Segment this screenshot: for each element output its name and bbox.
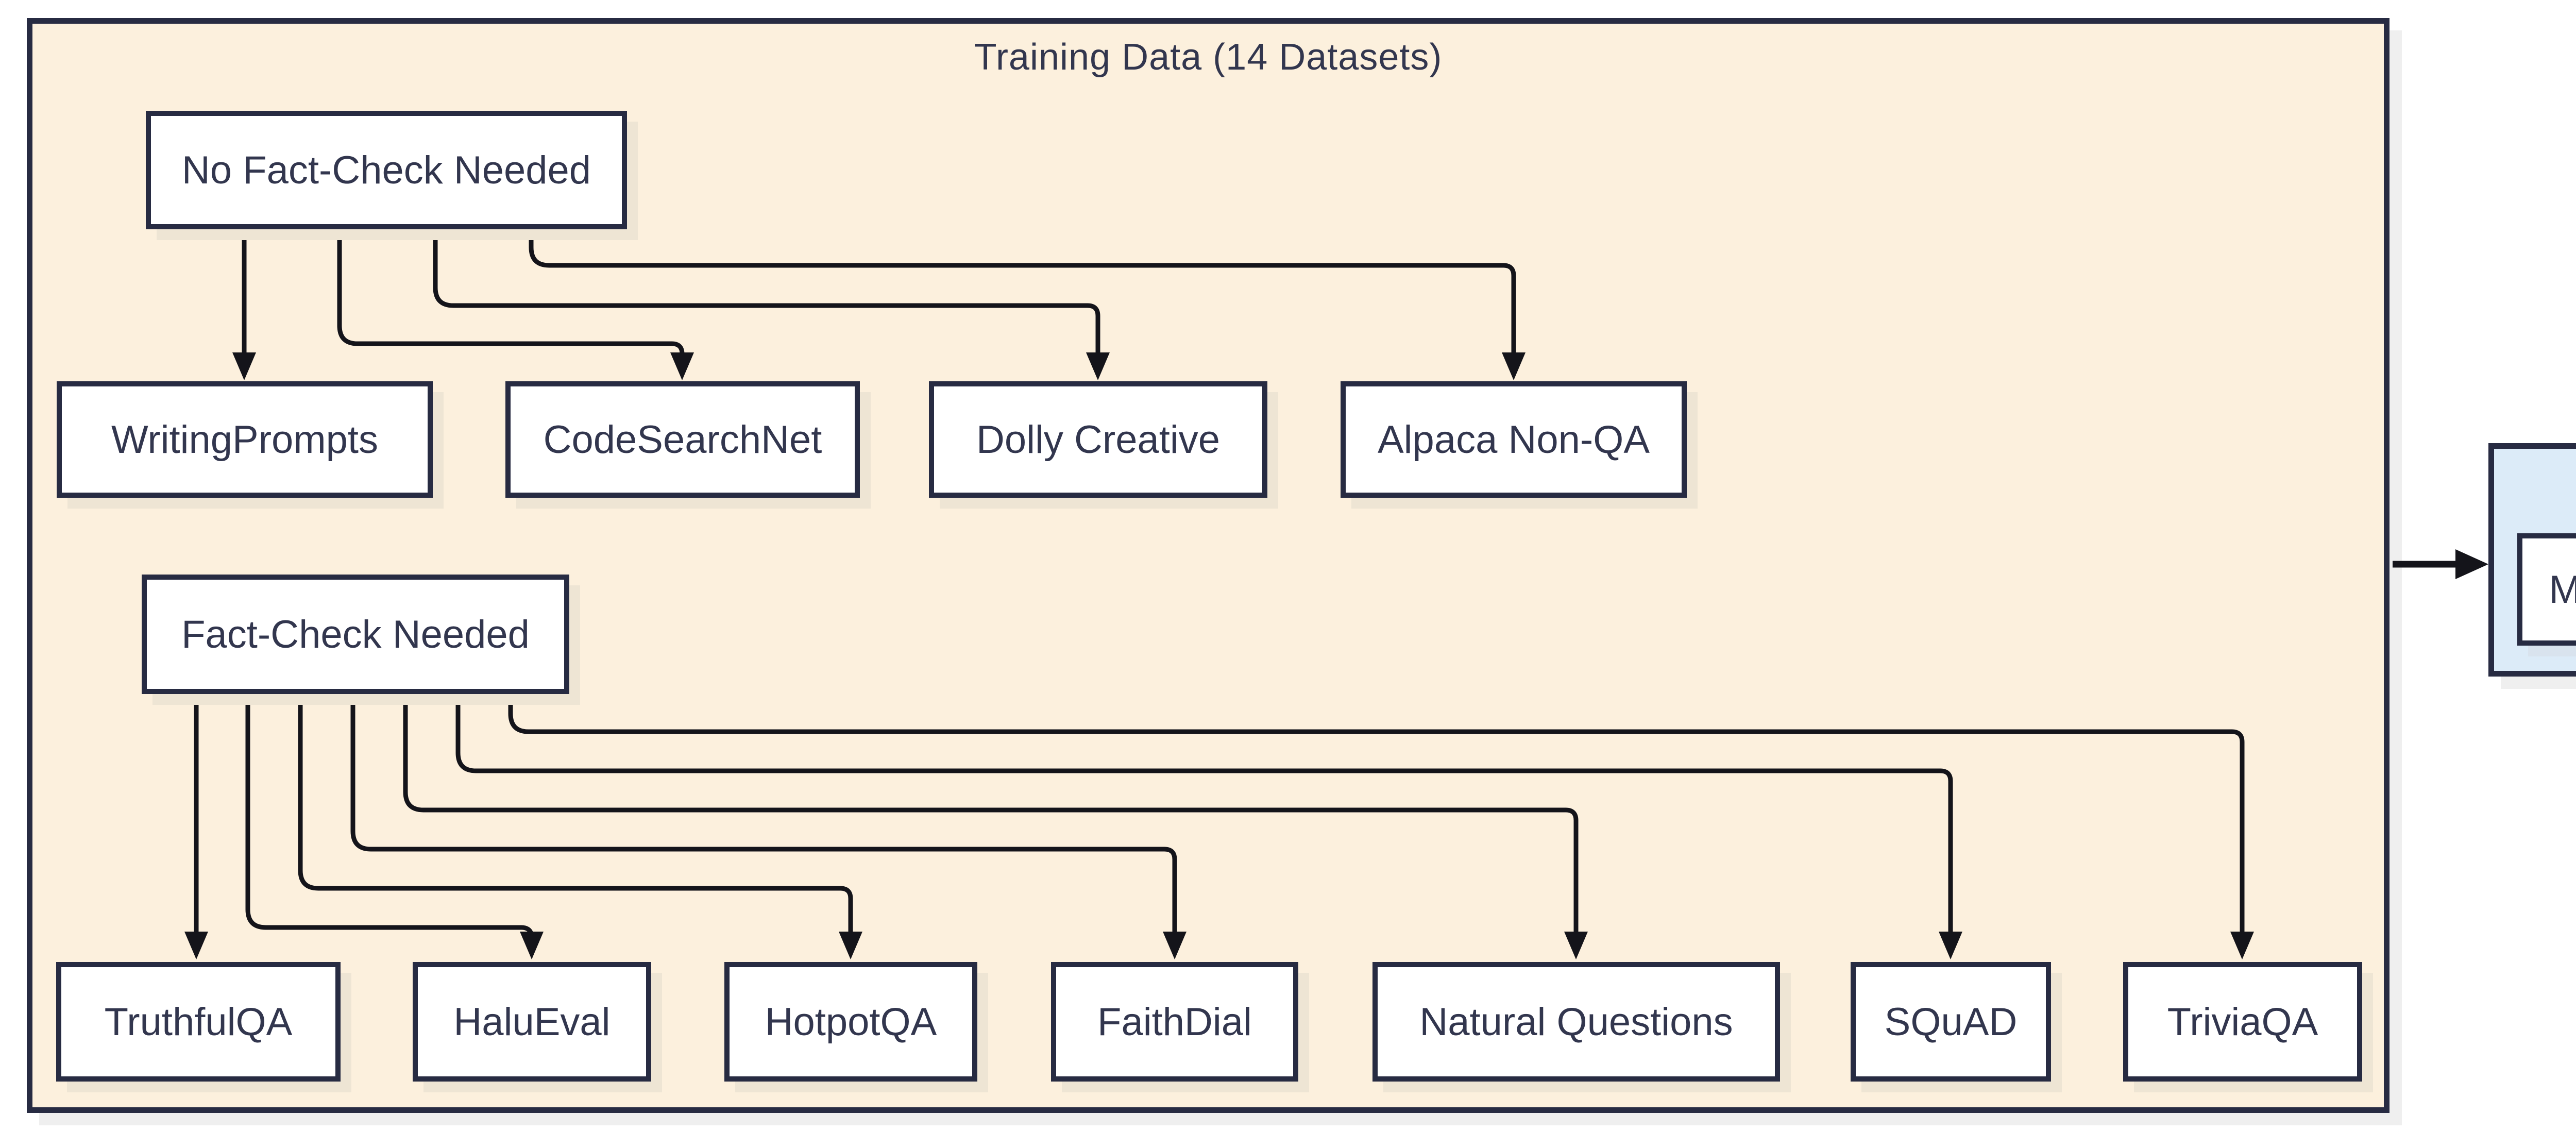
node-hotpotqa: HotpotQA xyxy=(724,962,977,1082)
arrowhead-alpaca-non-qa xyxy=(1502,352,1526,380)
node-writingprompts-label: WritingPrompts xyxy=(111,417,379,462)
node-squad: SQuAD xyxy=(1851,962,2051,1082)
edge-to-dolly-creative xyxy=(433,229,1100,357)
node-triviaqa: TriviaQA xyxy=(2123,962,2362,1082)
node-alpaca-non-qa-label: Alpaca Non-QA xyxy=(1377,417,1650,462)
edge-to-natural-questions xyxy=(403,694,1579,936)
arrowhead-truthfulqa xyxy=(184,932,208,959)
node-halueval-label: HaluEval xyxy=(453,1000,611,1044)
arrowhead-dolly-creative xyxy=(1086,352,1110,380)
training-data-cluster-title: Training Data (14 Datasets) xyxy=(974,37,1443,78)
arrowhead-training-to-sentinel xyxy=(2455,549,2488,579)
node-triviaqa-label: TriviaQA xyxy=(2167,1000,2318,1044)
arrowhead-squad xyxy=(1939,932,1962,959)
node-codesearchnet: CodeSearchNet xyxy=(505,381,860,498)
node-codesearchnet-label: CodeSearchNet xyxy=(543,417,822,462)
edges-no-fact-check-group xyxy=(232,229,1526,380)
node-truthfulqa: TruthfulQA xyxy=(56,962,341,1082)
arrowhead-natural-questions xyxy=(1564,932,1588,959)
arrowhead-faithdial xyxy=(1163,932,1187,959)
edge-training-to-sentinel-group xyxy=(2393,549,2488,579)
node-faithdial: FaithDial xyxy=(1051,962,1298,1082)
node-modernbert-base: ModernBERT Base xyxy=(2517,533,2576,646)
arrowhead-codesearchnet xyxy=(670,352,694,380)
edge-to-codesearchnet xyxy=(337,229,685,357)
edge-to-faithdial xyxy=(350,694,1177,936)
node-dolly-creative-label: Dolly Creative xyxy=(976,417,1221,462)
edge-to-triviaqa xyxy=(508,694,2245,936)
node-no-fact-check-label: No Fact-Check Needed xyxy=(181,148,591,192)
node-natural-questions: Natural Questions xyxy=(1372,962,1780,1082)
node-alpaca-non-qa: Alpaca Non-QA xyxy=(1341,381,1687,498)
node-squad-label: SQuAD xyxy=(1884,1000,2018,1044)
node-halueval: HaluEval xyxy=(413,962,651,1082)
edge-to-halueval xyxy=(245,694,534,939)
edge-to-alpaca-non-qa xyxy=(529,229,1516,357)
node-hotpotqa-label: HotpotQA xyxy=(765,1000,937,1044)
node-fact-check: Fact-Check Needed xyxy=(142,575,569,694)
node-faithdial-label: FaithDial xyxy=(1097,1000,1252,1044)
arrowhead-writingprompts xyxy=(232,352,256,380)
arrowhead-hotpotqa xyxy=(839,932,862,959)
edge-to-hotpotqa xyxy=(298,694,853,936)
node-dolly-creative: Dolly Creative xyxy=(929,381,1267,498)
edges-fact-check-group xyxy=(184,694,2254,959)
node-truthfulqa-label: TruthfulQA xyxy=(104,1000,293,1044)
node-fact-check-label: Fact-Check Needed xyxy=(181,612,530,656)
node-natural-questions-label: Natural Questions xyxy=(1419,1000,1733,1044)
edge-to-squad xyxy=(455,694,1953,936)
arrowhead-triviaqa xyxy=(2230,932,2254,959)
node-modernbert-base-label: ModernBERT Base xyxy=(2549,567,2576,612)
node-writingprompts: WritingPrompts xyxy=(57,381,433,498)
node-no-fact-check: No Fact-Check Needed xyxy=(146,111,627,229)
arrowhead-halueval xyxy=(520,932,544,959)
